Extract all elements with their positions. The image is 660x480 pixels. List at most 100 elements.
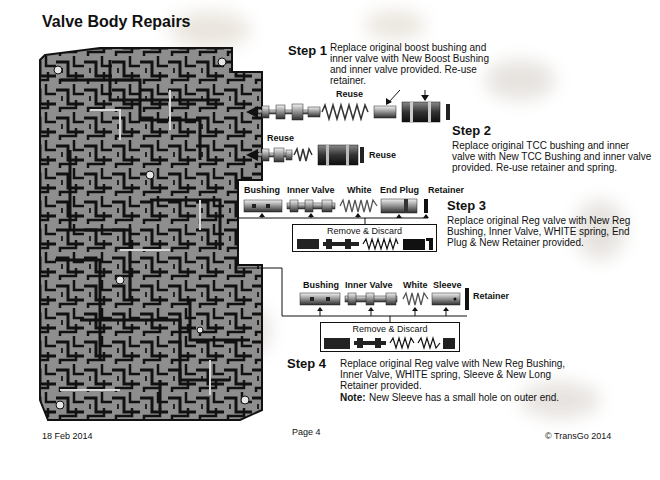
step2-parts-shape xyxy=(318,145,358,165)
step4-parts xyxy=(238,268,469,349)
step3-parts-shape xyxy=(252,204,256,208)
part-label: White xyxy=(403,281,428,291)
step4-parts-shape xyxy=(368,307,374,311)
step3-parts-shape xyxy=(340,200,377,212)
note-label: Note: xyxy=(340,392,366,403)
footer-date: 18 Feb 2014 xyxy=(42,432,93,442)
valve-body-casting-shape xyxy=(55,60,250,410)
step3-parts-shape xyxy=(404,199,408,213)
step2-parts-shape xyxy=(246,149,258,161)
part-label: Sleeve xyxy=(433,281,462,291)
valve-body-casting-shape xyxy=(56,401,64,409)
step4-parts-shape xyxy=(443,307,449,311)
step1-parts xyxy=(246,90,450,122)
step1-parts-shape xyxy=(421,95,429,101)
step1-parts-shape xyxy=(292,104,303,120)
valve-body-casting-shape xyxy=(197,327,203,333)
valve-body-casting-shape xyxy=(241,396,249,404)
step3-parts-shape xyxy=(426,238,430,241)
step4-parts-shape xyxy=(238,268,467,316)
step3-parts-shape xyxy=(266,204,270,208)
step3-parts-shape xyxy=(363,239,398,249)
step4-parts-shape xyxy=(390,338,414,348)
box-caption: Remove & Discard xyxy=(321,323,459,335)
step1-parts-shape xyxy=(402,102,440,122)
step4-parts-shape xyxy=(357,338,363,348)
step3-parts-shape xyxy=(423,214,429,218)
step-heading: Step 4 xyxy=(287,357,326,371)
step1-parts-shape xyxy=(428,102,431,122)
step-text: Replace original TCC bushing and inner v… xyxy=(452,140,652,173)
valve-body-casting-shape xyxy=(60,90,210,395)
copyright: © TransGo 2014 xyxy=(545,432,611,442)
step3-parts-shape xyxy=(308,213,314,217)
step4-parts-shape xyxy=(403,293,428,305)
step1-parts-shape xyxy=(410,102,413,122)
step3-parts-shape xyxy=(381,199,417,213)
step3-parts-shape xyxy=(322,200,332,212)
step1-parts-shape xyxy=(446,104,450,120)
step-text: Replace original Reg valve with New Reg … xyxy=(447,215,652,248)
step2-parts-shape xyxy=(326,145,329,165)
step-heading: Step 2 xyxy=(452,124,491,138)
step4-parts-shape xyxy=(300,293,340,305)
step4-parts-shape xyxy=(375,338,381,348)
step4-parts-shape xyxy=(418,338,440,348)
note-text: New Sleeve has a small hole on outer end… xyxy=(369,392,559,403)
step4-parts-shape xyxy=(326,297,330,301)
page-title: Valve Body Repairs xyxy=(42,13,191,31)
valve-body-casting xyxy=(40,48,262,420)
step3-parts-shape xyxy=(297,239,319,249)
part-label: Retainer xyxy=(473,292,509,302)
step1-parts-shape xyxy=(276,105,285,119)
step3-parts-shape xyxy=(396,214,402,218)
valve-body-casting-shape xyxy=(116,276,124,284)
step3-parts-shape xyxy=(290,200,298,212)
step2-parts-shape xyxy=(262,149,269,161)
step2-parts-shape xyxy=(360,147,364,163)
step4-parts-shape xyxy=(348,293,356,305)
part-label: Inner Valve xyxy=(287,186,335,196)
valve-body-casting-shape xyxy=(218,58,226,66)
part-label: Inner Valve xyxy=(345,281,393,291)
step1-parts-shape xyxy=(262,106,269,118)
box-caption: Remove & Discard xyxy=(293,225,436,237)
step1-parts-shape xyxy=(374,106,396,118)
step4-parts-shape xyxy=(465,288,469,310)
step3-parts-shape xyxy=(424,199,428,213)
step4-parts-shape xyxy=(386,293,396,305)
valve-body-casting-shape xyxy=(146,171,154,179)
part-label: Reuse xyxy=(335,90,364,100)
step3-parts-shape xyxy=(244,200,282,212)
step4-parts-shape xyxy=(310,297,314,301)
step4-parts-shape xyxy=(412,307,418,311)
step2-parts-shape xyxy=(286,150,292,160)
step4-parts-shape xyxy=(366,293,374,305)
step-heading: Step 1 xyxy=(288,44,327,58)
part-label: End Plug xyxy=(380,186,419,196)
step2-parts-shape xyxy=(294,149,312,161)
step3-parts-shape xyxy=(355,213,361,217)
step-heading: Step 3 xyxy=(447,199,486,213)
step1-parts-shape xyxy=(308,107,320,117)
step1-parts-shape xyxy=(322,105,368,119)
part-label: Reuse xyxy=(368,151,397,161)
step1-parts-shape xyxy=(246,106,258,118)
step-text: Replace original Reg valve with New Reg … xyxy=(340,358,590,391)
step3-parts-shape xyxy=(259,213,265,217)
discard-box: Remove & Discard xyxy=(292,224,437,252)
part-label: Bushing xyxy=(244,186,280,196)
valve-body-casting-shape xyxy=(40,48,262,420)
step4-parts-shape xyxy=(324,338,350,349)
paper-stains-shape xyxy=(485,60,555,100)
step4-parts-shape xyxy=(317,307,323,311)
step-text: Replace original boost bushing and inner… xyxy=(330,42,505,86)
part-label: Retainer xyxy=(428,186,464,196)
step4-parts-shape xyxy=(443,338,455,349)
step2-parts-shape xyxy=(346,145,349,165)
step3-parts-shape xyxy=(326,239,332,249)
part-label: Reuse xyxy=(266,134,295,144)
step2-parts xyxy=(246,145,364,165)
page-number: Page 4 xyxy=(292,428,321,438)
step1-parts-shape xyxy=(386,98,392,105)
